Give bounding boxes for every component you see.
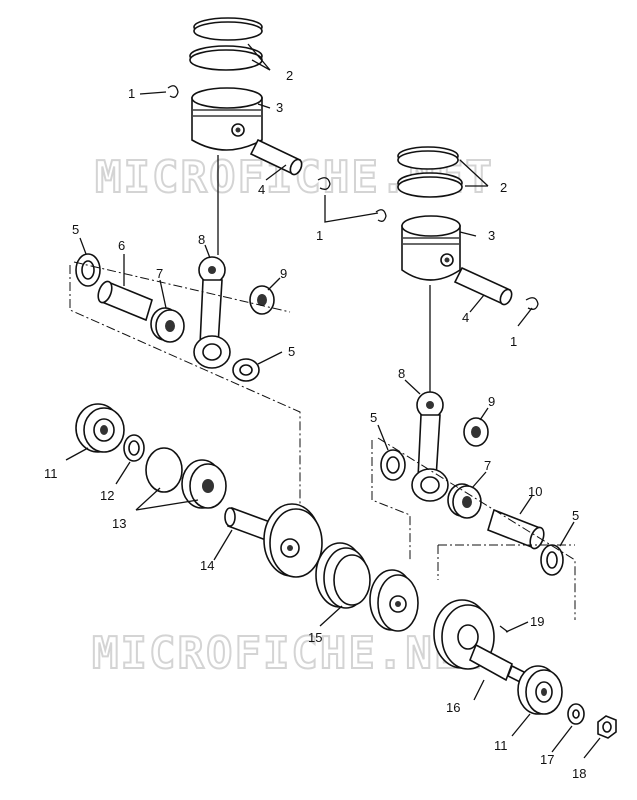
crank-bearing-left — [181, 459, 227, 509]
callout-3: 3 — [276, 100, 283, 115]
piston-rings-right — [397, 146, 463, 198]
callout-5: 5 — [288, 344, 295, 359]
callout-8: 8 — [198, 232, 205, 247]
callout-11: 11 — [44, 466, 58, 481]
assembly-line-left — [69, 265, 301, 540]
watermark-bottom: MICROFICHE.NET — [92, 628, 491, 679]
circlip-right-b — [525, 297, 539, 310]
seal-ring-left — [123, 434, 145, 462]
bearing-sleeve-left — [97, 280, 153, 322]
leader-clip-link — [324, 195, 379, 223]
callout-1: 1 — [510, 334, 517, 349]
bearing-sleeve-right — [487, 508, 545, 550]
callout-5: 5 — [370, 410, 377, 425]
main-bearing-left — [75, 403, 125, 453]
callout-numbers: 1 2 3 4 2 3 1 4 1 5 6 7 8 9 5 8 9 5 7 10… — [44, 68, 586, 781]
callout-7: 7 — [484, 458, 491, 473]
circlip-left-b — [317, 177, 331, 190]
callout-19: 19 — [530, 614, 544, 629]
piston-right — [401, 215, 461, 281]
callout-17: 17 — [540, 752, 554, 767]
piston-pin-right — [453, 266, 513, 306]
callout-leaders — [65, 43, 601, 759]
callout-8: 8 — [398, 366, 405, 381]
connecting-rod-left — [193, 256, 231, 369]
callout-4: 4 — [462, 310, 469, 325]
callout-5: 5 — [572, 508, 579, 523]
callout-15: 15 — [308, 630, 322, 645]
callout-14: 14 — [200, 558, 214, 573]
callout-12: 12 — [100, 488, 114, 503]
needle-bearing-right-big — [447, 483, 482, 519]
assembly-line-left-upper — [73, 261, 291, 313]
crankshaft-centre — [315, 542, 419, 632]
callout-10: 10 — [528, 484, 542, 499]
nut-right — [597, 715, 617, 739]
callout-18: 18 — [572, 766, 586, 781]
circlip-right-a — [375, 209, 387, 222]
thrust-washer-right-a — [380, 449, 406, 481]
needle-bearing-left-small — [249, 285, 275, 315]
callout-2: 2 — [286, 68, 293, 83]
callout-9: 9 — [280, 266, 287, 281]
callout-7: 7 — [156, 266, 163, 281]
callout-6: 6 — [118, 238, 125, 253]
needle-bearing-left-big — [150, 307, 185, 343]
piston-rings-left — [189, 17, 263, 71]
callout-1: 1 — [316, 228, 323, 243]
main-bearing-right — [517, 665, 563, 715]
connecting-rod-right — [411, 391, 449, 502]
piston-pin-left — [249, 138, 303, 176]
piston-left — [191, 87, 263, 151]
needle-bearing-right-small — [463, 417, 489, 447]
callout-5: 5 — [72, 222, 79, 237]
callout-11: 11 — [494, 738, 508, 753]
callout-2: 2 — [500, 180, 507, 195]
callout-16: 16 — [446, 700, 460, 715]
callout-9: 9 — [488, 394, 495, 409]
assembly-line-right — [371, 440, 411, 560]
circlip-left-a — [167, 85, 179, 98]
assembly-line-right-lower — [437, 544, 575, 580]
thrust-washer-right-b — [540, 544, 564, 576]
thrust-washer-left-b — [232, 358, 260, 382]
thrust-washer-left-a — [75, 253, 101, 287]
callout-3: 3 — [488, 228, 495, 243]
callout-13: 13 — [112, 516, 126, 531]
crankshaft-half-left — [224, 503, 323, 578]
callout-1: 1 — [128, 86, 135, 101]
washer-right — [567, 703, 585, 725]
crankshaft-half-right — [433, 599, 534, 688]
snap-ring-left — [145, 447, 183, 493]
callout-4: 4 — [258, 182, 265, 197]
